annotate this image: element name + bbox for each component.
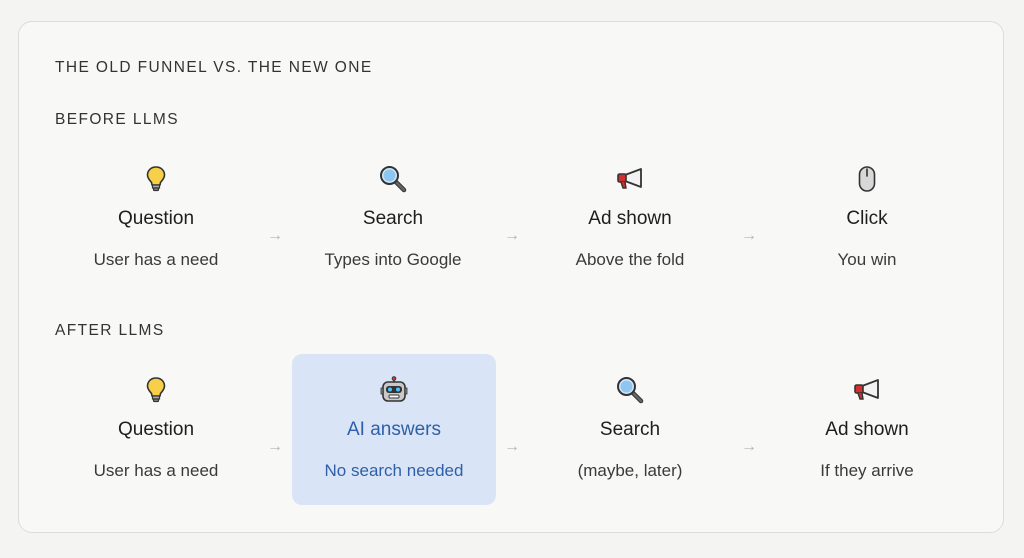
robot-icon xyxy=(292,373,496,407)
lightbulb-icon xyxy=(56,373,256,407)
after-step-ai-answers: AI answers No search needed xyxy=(292,354,496,505)
step-title: Ad shown xyxy=(588,208,672,229)
step-description: User has a need xyxy=(93,461,219,480)
magnifier-icon xyxy=(530,373,730,407)
after-step-search: Search (maybe, later) xyxy=(530,373,730,481)
step-title: Click xyxy=(846,208,888,229)
before-funnel-row: Question User has a need → Search Types … xyxy=(19,162,1005,322)
before-step-search: Search Types into Google xyxy=(293,162,493,270)
magnifier-icon xyxy=(293,162,493,196)
mouse-icon xyxy=(767,162,967,196)
arrow-icon: → xyxy=(504,227,520,244)
before-step-click: Click You win xyxy=(767,162,967,270)
lightbulb-icon xyxy=(56,162,256,196)
step-description: No search needed xyxy=(324,461,464,480)
arrow-icon: → xyxy=(267,227,283,244)
step-description: You win xyxy=(837,250,897,269)
step-title: AI answers xyxy=(347,419,441,440)
step-title: Search xyxy=(362,208,424,229)
step-title: Question xyxy=(117,419,195,440)
arrow-icon: → xyxy=(741,438,757,455)
before-step-ad-shown: Ad shown Above the fold xyxy=(530,162,730,270)
page-title: THE OLD FUNNEL VS. THE NEW ONE xyxy=(55,59,373,76)
megaphone-icon xyxy=(767,373,967,407)
step-title: Search xyxy=(599,419,661,440)
arrow-icon: → xyxy=(741,227,757,244)
step-description: If they arrive xyxy=(820,461,914,480)
before-section-label: BEFORE LLMS xyxy=(55,111,179,128)
step-description: Above the fold xyxy=(575,250,685,269)
after-section-label: AFTER LLMS xyxy=(55,322,165,339)
after-funnel-row: Question User has a need → AI answers xyxy=(19,354,1005,533)
funnel-comparison-card: THE OLD FUNNEL VS. THE NEW ONE BEFORE LL… xyxy=(18,21,1004,533)
step-description: (maybe, later) xyxy=(577,461,683,480)
arrow-icon: → xyxy=(267,438,283,455)
step-description: User has a need xyxy=(93,250,219,269)
step-description: Types into Google xyxy=(324,250,462,269)
after-step-ad-shown: Ad shown If they arrive xyxy=(767,373,967,481)
before-step-question: Question User has a need xyxy=(56,162,256,270)
step-title: Ad shown xyxy=(825,419,909,440)
step-title: Question xyxy=(117,208,195,229)
after-step-question: Question User has a need xyxy=(56,373,256,481)
megaphone-icon xyxy=(530,162,730,196)
arrow-icon: → xyxy=(504,438,520,455)
